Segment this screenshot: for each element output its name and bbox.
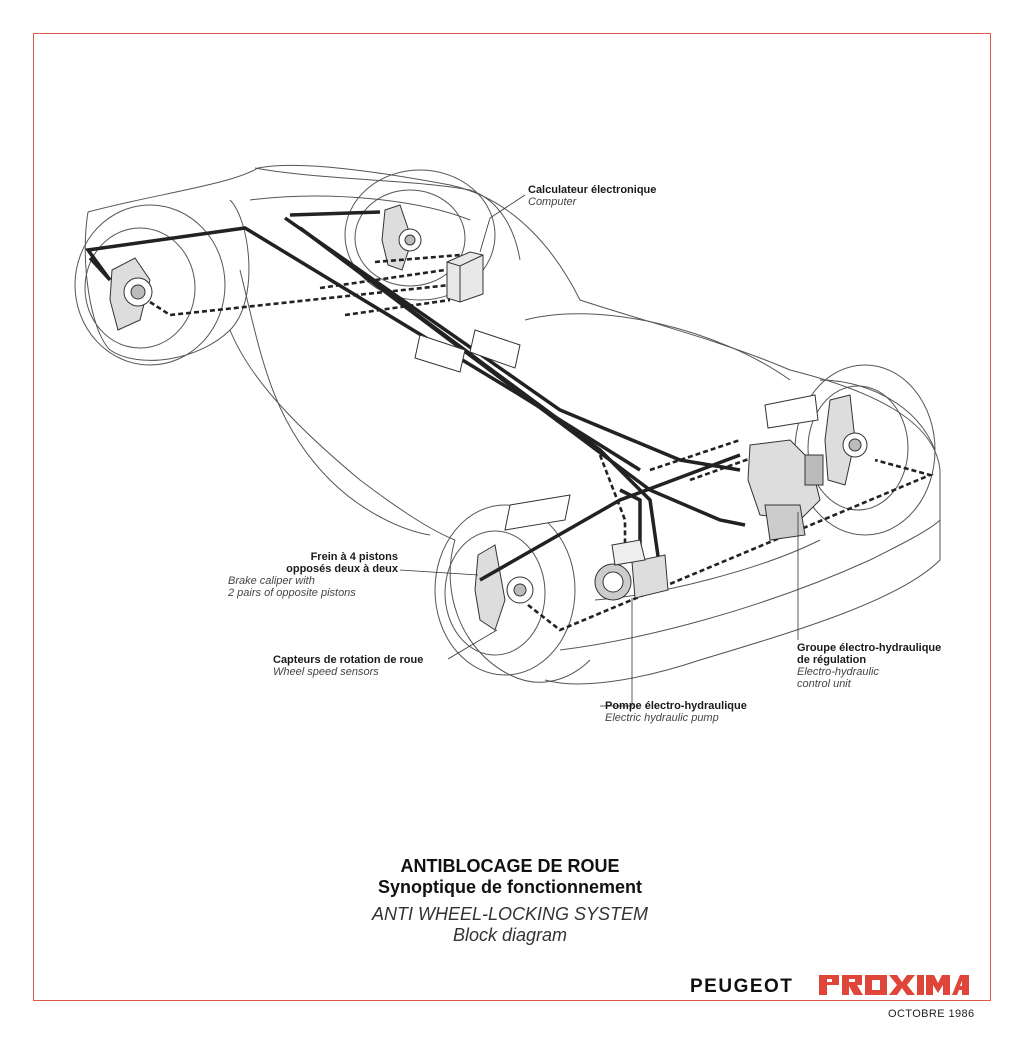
label-sensors-en: Wheel speed sensors: [273, 666, 379, 678]
label-pump-en: Electric hydraulic pump: [605, 712, 719, 724]
car-body-outline: [84, 164, 941, 685]
label-control-unit-en2: control unit: [797, 678, 851, 690]
title-fr-line2: Synoptique de fonctionnement: [378, 877, 642, 897]
brake-calipers: [109, 204, 868, 631]
proxima-logo: [819, 975, 969, 995]
label-computer-en: Computer: [528, 196, 577, 208]
wheels: [74, 169, 936, 676]
diagram-title: ANTIBLOCAGE DE ROUE Synoptique de foncti…: [300, 856, 720, 946]
label-control-unit-en1: Electro-hydraulic: [797, 666, 879, 678]
label-computer: Calculateur électronique Computer: [528, 184, 656, 208]
label-caliper-en1: Brake caliper with: [228, 575, 315, 587]
label-control-unit-fr1: Groupe électro-hydraulique: [797, 642, 942, 654]
label-computer-fr: Calculateur électronique: [528, 184, 657, 196]
label-control-unit: Groupe électro-hydraulique de régulation…: [797, 642, 941, 690]
title-en-line1: ANTI WHEEL-LOCKING SYSTEM: [371, 904, 649, 924]
valve-blocks: [414, 329, 819, 531]
date-label: OCTOBRE 1986: [888, 1008, 975, 1020]
control-unit: [747, 439, 824, 541]
page-frame: [33, 33, 991, 1001]
brand-maker: PEUGEOT: [690, 976, 794, 997]
label-sensors: Capteurs de rotation de roue Wheel speed…: [273, 654, 423, 678]
label-control-unit-fr2: de régulation: [797, 654, 867, 666]
label-pump-fr: Pompe électro-hydraulique: [605, 700, 747, 712]
pump-unit: [594, 539, 669, 601]
title-fr-line1: ANTIBLOCAGE DE ROUE: [400, 856, 620, 876]
label-sensors-fr: Capteurs de rotation de roue: [273, 654, 424, 666]
label-caliper-fr2: opposés deux à deux: [286, 563, 398, 575]
label-caliper-en2: 2 pairs of opposite pistons: [228, 587, 356, 599]
label-caliper: Frein à 4 pistons opposés deux à deux Br…: [228, 551, 398, 599]
label-caliper-fr1: Frein à 4 pistons: [310, 551, 398, 563]
computer-unit: [446, 251, 484, 303]
label-pump: Pompe électro-hydraulique Electric hydra…: [605, 700, 747, 724]
title-en-line2: Block diagram: [452, 925, 568, 945]
leader-lines: [399, 194, 799, 707]
hydraulic-lines: [84, 210, 746, 582]
